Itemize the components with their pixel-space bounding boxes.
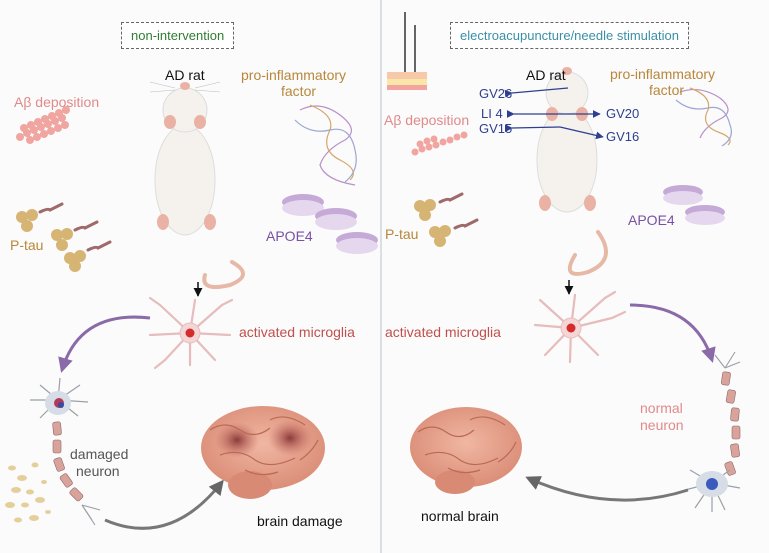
apoe4-discs-right: [663, 185, 725, 225]
neuron-debris-left: [5, 462, 51, 523]
left-inflammatory-label-1: pro-inflammatory: [241, 67, 347, 83]
right-apoe4-label: APOE4: [628, 212, 675, 228]
right-ptau-label: P-tau: [385, 226, 419, 242]
left-neuron-label-1: damaged: [70, 446, 129, 462]
ad-rat-right-illustration: [536, 67, 608, 276]
curve-arrow-right-bottom: [525, 476, 689, 502]
right-brain-label: normal brain: [421, 508, 499, 524]
left-rat-label: AD rat: [165, 67, 205, 83]
left-ptau-label: P-tau: [10, 237, 44, 253]
needle-stimulation-icon: [387, 12, 427, 90]
curve-arrow-left-bottom: [104, 479, 224, 530]
acupoint-gv16: GV16: [606, 129, 640, 144]
left-inflammatory-label-2: factor: [281, 83, 317, 99]
curve-arrow-right-top: [629, 303, 716, 363]
ad-rat-left-illustration: [149, 81, 245, 289]
normal-neuron-axon: [714, 351, 741, 476]
acupoint-arrows: [504, 87, 604, 140]
abeta-aggregates-right: [411, 131, 468, 156]
left-apoe4-label: APOE4: [266, 228, 313, 244]
right-rat-label: AD rat: [526, 67, 566, 83]
right-neuron-label-1: normal: [640, 400, 683, 416]
left-neuron-label-2: neuron: [76, 463, 120, 479]
curve-arrow-left-top: [58, 315, 151, 373]
acupoint-gv20: GV20: [606, 106, 640, 121]
right-neuron-label-2: neuron: [640, 417, 684, 433]
right-abeta-label: Aβ deposition: [384, 112, 470, 128]
inflammatory-factor-helix-left: [294, 104, 357, 186]
right-inflammatory-label-1: pro-inflammatory: [610, 66, 716, 82]
ptau-cluster-right: [414, 192, 479, 247]
acupoint-gv26: GV26: [479, 86, 513, 101]
damaged-neuron-left: [30, 377, 101, 526]
left-panel-title: non-intervention: [121, 22, 235, 49]
left-microglia-label: activated microglia: [239, 324, 355, 340]
left-abeta-label: Aβ deposition: [14, 94, 100, 110]
left-brain-label: brain damage: [257, 513, 343, 529]
normal-brain-illustration: [410, 407, 522, 494]
acupoint-li4: LI 4: [481, 106, 503, 121]
brain-damage-illustration: [201, 406, 325, 499]
right-panel-title: electroacupuncture/needle stimulation: [450, 22, 689, 49]
normal-neuron-body: [684, 469, 741, 512]
ptau-cluster-left: [16, 202, 112, 272]
right-microglia-label: activated microglia: [385, 324, 501, 340]
abeta-aggregates-left: [16, 106, 70, 144]
inflammatory-factor-helix-right: [675, 87, 732, 147]
acupoint-gv15: GV15: [479, 121, 513, 136]
right-inflammatory-label-2: factor: [649, 82, 685, 98]
apoe4-discs-left: [282, 194, 378, 254]
